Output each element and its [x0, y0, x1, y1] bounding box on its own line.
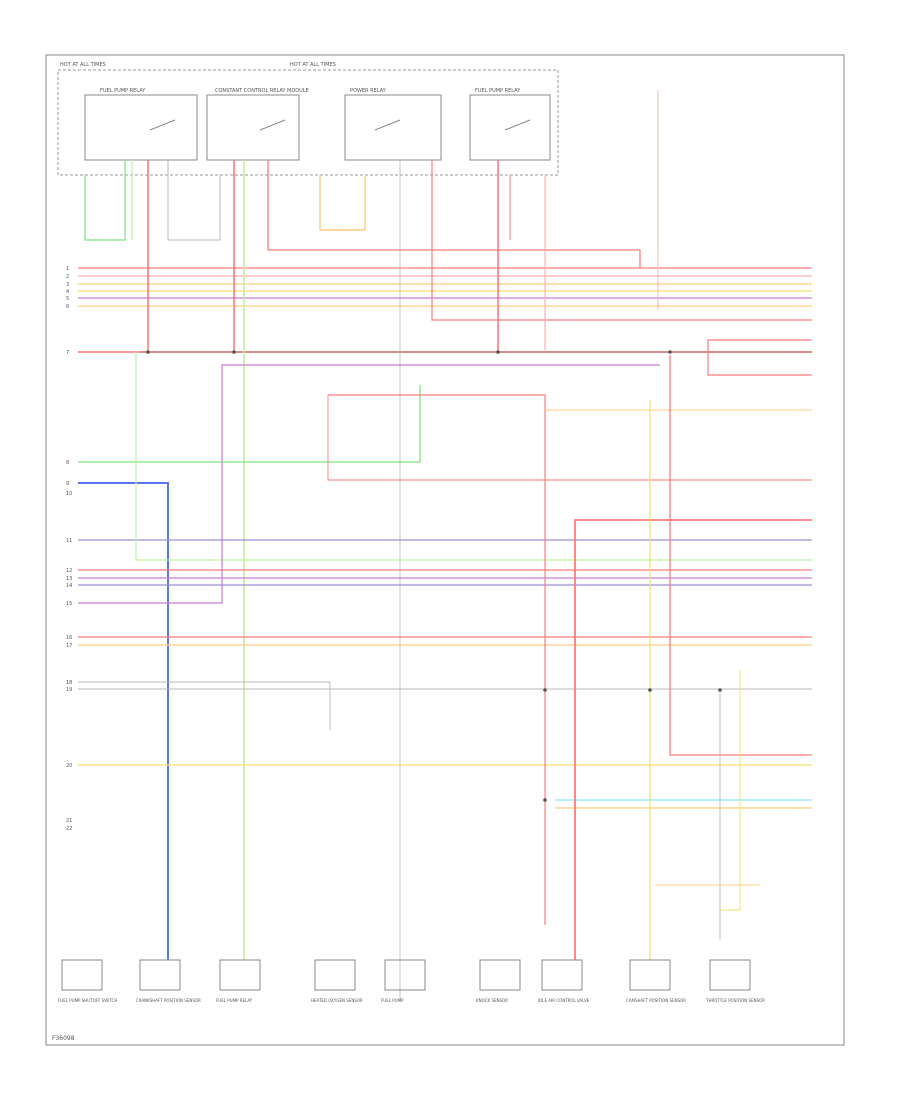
left-terminal-number: 12	[66, 568, 72, 574]
splice-dot	[496, 350, 500, 354]
bottom-component-label: CRANKSHAFT POSITION SENSOR	[136, 998, 201, 1003]
left-terminal-number: 11	[66, 538, 72, 544]
relay-1: FUEL PUMP RELAY	[84, 88, 198, 161]
wire	[669, 355, 812, 756]
bottom-component-label: IDLE AIR CONTROL VALVE	[538, 998, 590, 1003]
bottom-component-label: CAMSHAFT POSITION SENSOR	[626, 998, 686, 1003]
wire	[78, 385, 421, 463]
left-terminal-number: 4	[66, 289, 69, 295]
bottom-component-4	[314, 959, 356, 991]
component-group: FUEL PUMP SHUTOFF SWITCH CRANKSHAFT POSIT…	[58, 350, 765, 1003]
left-terminal-number: 5	[66, 296, 69, 302]
relay-2-label: CONSTANT CONTROL RELAY MODULE	[215, 88, 309, 94]
splice-dot	[718, 688, 722, 692]
left-terminal-number: 2	[66, 274, 69, 280]
footer-code: F36098	[52, 1035, 75, 1042]
left-terminal-number: 3	[66, 282, 69, 288]
left-terminal-number: 1	[66, 266, 69, 272]
bottom-component-label: HEATED OXYGEN SENSOR	[311, 998, 363, 1003]
left-terminal-number: 14	[66, 583, 72, 589]
wire	[431, 160, 812, 321]
left-terminal-number: 17	[66, 643, 72, 649]
bottom-component-label: FUEL PUMP RELAY	[216, 998, 253, 1003]
splice-dot	[648, 688, 652, 692]
power-relay-loop	[319, 175, 366, 231]
wire	[267, 160, 641, 268]
splice-dot	[668, 350, 672, 354]
bottom-component-label: KNOCK SENSOR	[476, 998, 508, 1003]
wire	[135, 352, 812, 561]
left-terminal-number: 22	[66, 826, 72, 832]
left-terminal-number: 20	[66, 763, 72, 769]
bottom-component-label: THROTTLE POSITION SENSOR	[705, 998, 765, 1003]
splice-dot	[232, 350, 236, 354]
relay-3: POWER RELAY	[344, 88, 442, 161]
left-terminal-number: 6	[66, 304, 69, 310]
hot-label-right: HOT AT ALL TIMES	[290, 62, 336, 68]
bottom-component-label: FUEL PUMP SHUTOFF SWITCH	[58, 998, 117, 1003]
diagram-border	[45, 54, 845, 1046]
relay1-green-wire	[84, 160, 126, 241]
bottom-component-7	[541, 959, 583, 991]
wire	[327, 395, 812, 481]
left-terminal-number: 21	[66, 818, 72, 824]
red-signal-wire	[574, 519, 812, 960]
splice-dot	[146, 350, 150, 354]
wire	[328, 394, 546, 925]
splice-dot	[543, 688, 547, 692]
wire-group	[78, 90, 812, 1000]
relay-1-label: FUEL PUMP RELAY	[100, 88, 146, 94]
wire	[707, 339, 812, 376]
left-terminal-number: 15	[66, 601, 72, 607]
relay-4-label: FUEL PUMP RELAY	[475, 88, 521, 94]
bottom-component-9	[709, 959, 751, 991]
bottom-component-8	[629, 959, 671, 991]
blue-signal-wire	[78, 482, 169, 960]
bottom-component-3	[219, 959, 261, 991]
left-terminal-number: 13	[66, 576, 72, 582]
bottom-component-label: FUEL PUMP	[381, 998, 404, 1003]
relay-4: FUEL PUMP RELAY	[469, 88, 551, 161]
left-terminal-number: 8	[66, 460, 69, 466]
left-terminal-number: 16	[66, 635, 72, 641]
left-terminal-number: 18	[66, 680, 72, 686]
wire	[78, 364, 660, 604]
bottom-component-2	[139, 959, 181, 991]
bottom-component-5	[384, 959, 426, 991]
left-terminal-number: 9	[66, 481, 69, 487]
fuse-box-outline	[57, 69, 559, 176]
left-terminal-number: 10	[66, 491, 72, 497]
hot-label-left: HOT AT ALL TIMES	[60, 62, 106, 68]
wire	[720, 670, 741, 911]
left-terminal-number: 19	[66, 687, 72, 693]
wire	[167, 160, 221, 241]
left-terminal-number: 7	[66, 350, 69, 356]
wire	[78, 681, 331, 730]
splice-dot	[543, 798, 547, 802]
bottom-component-6	[479, 959, 521, 991]
relay-3-label: POWER RELAY	[350, 88, 387, 94]
relay-2: CONSTANT CONTROL RELAY MODULE	[206, 88, 309, 161]
bottom-component-1	[61, 959, 103, 991]
